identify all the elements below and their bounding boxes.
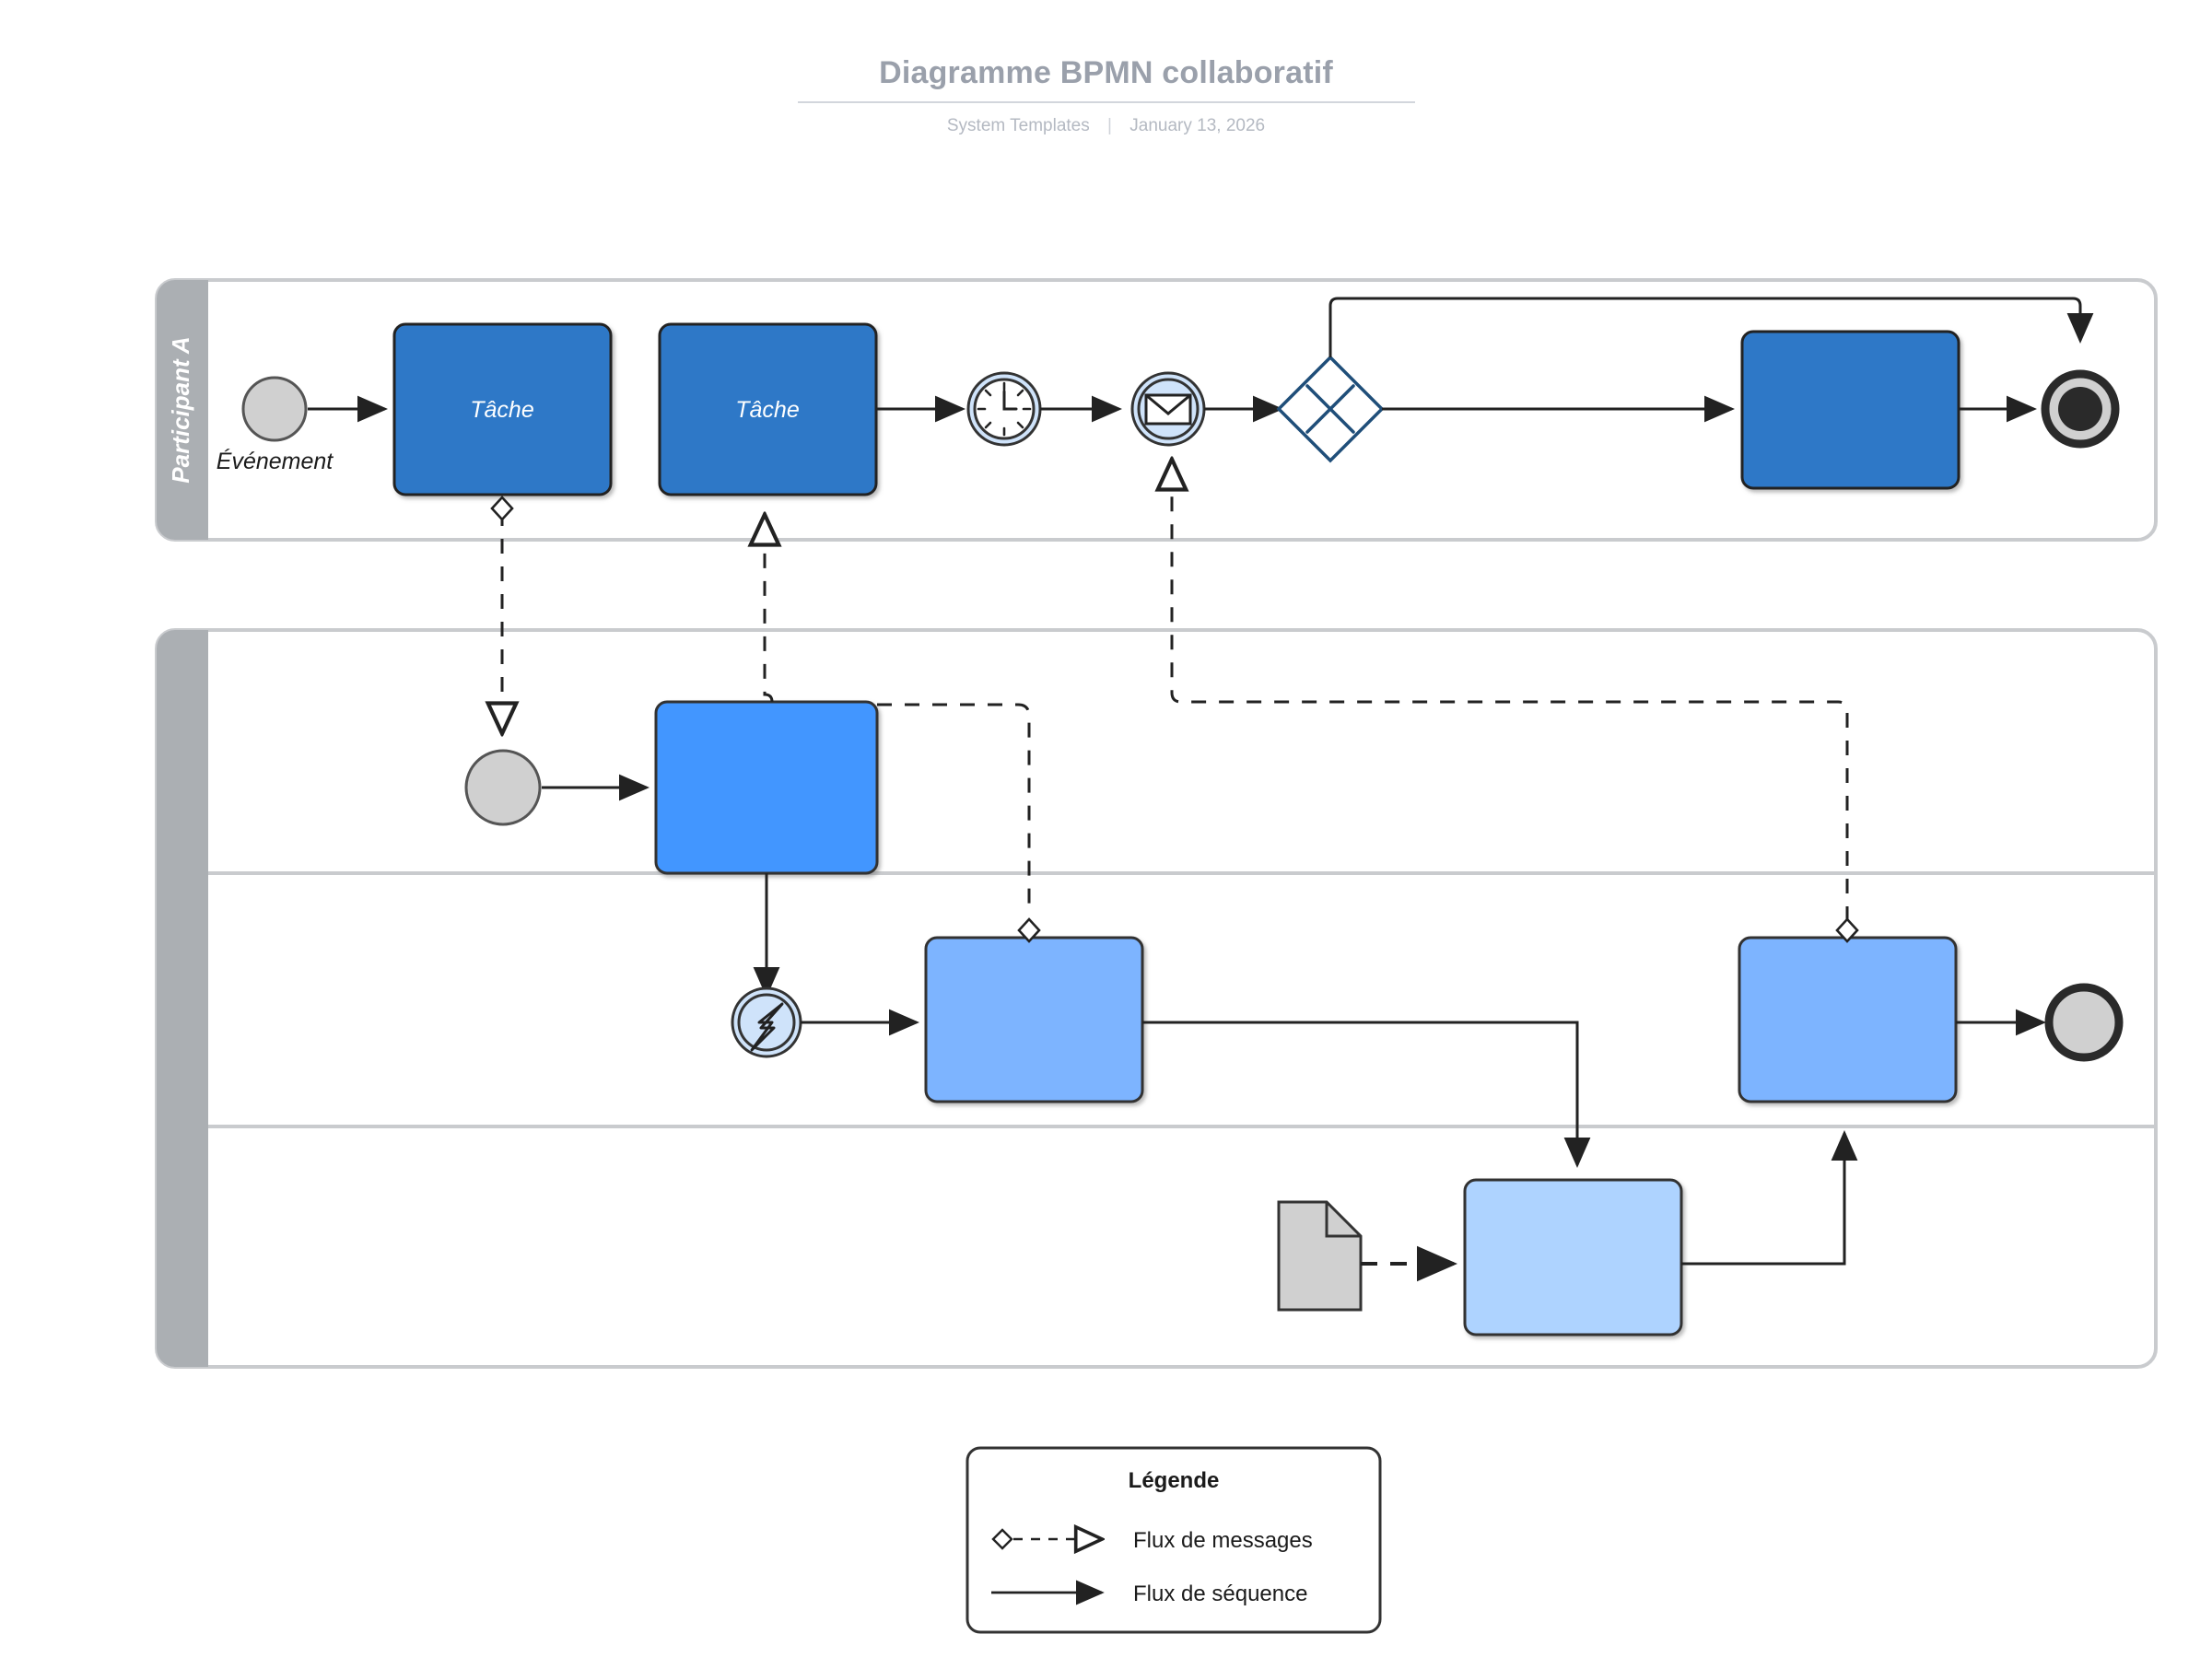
subtitle-separator: |: [1107, 116, 1112, 135]
task-a2-label: Tâche: [735, 397, 799, 423]
task-b1[interactable]: [654, 700, 879, 875]
intermediate-timer-event-a[interactable]: [966, 371, 1042, 447]
data-object-b[interactable]: [1277, 1200, 1363, 1312]
envelope-icon: [1144, 393, 1192, 426]
legend-item-message-flow: Flux de messages: [991, 1528, 1313, 1553]
document-fold-icon: [1325, 1202, 1361, 1238]
task-a3-box: [1740, 330, 1960, 490]
legend-message-diamond-icon: [991, 1528, 1013, 1550]
message-flow-taskb4-to-message-event-a: [1172, 461, 1849, 921]
subtitle-source: System Templates: [946, 116, 1090, 135]
pool-b-header-band: [157, 630, 208, 1367]
legend-message-label: Flux de messages: [1133, 1528, 1313, 1553]
end-event-b[interactable]: [2044, 983, 2124, 1062]
task-a2[interactable]: Tâche: [658, 322, 878, 496]
title-divider: [797, 101, 1415, 103]
task-b2[interactable]: [924, 936, 1144, 1103]
exclusive-gateway-a[interactable]: [1276, 355, 1385, 463]
start-event-a-label: Événement: [217, 448, 334, 474]
lightning-icon: [750, 1002, 784, 1052]
sequence-flow-gateway-loop-to-end: [1328, 297, 2094, 357]
x-marker-icon: [1305, 384, 1355, 434]
message-flow-source-diamond-1: [490, 496, 514, 521]
sequence-flow-taskb3-to-taskb4: [1681, 1130, 1858, 1266]
intermediate-error-event-b[interactable]: [731, 986, 802, 1058]
task-b3-box: [1463, 1178, 1683, 1336]
subtitle: System Templates | January 13, 2026: [0, 116, 2212, 136]
message-flow-taskb1-to-taska2: [765, 516, 772, 703]
task-b4[interactable]: [1738, 936, 1958, 1103]
legend-item-sequence-flow: Flux de séquence: [991, 1580, 1307, 1606]
task-b4-box: [1738, 936, 1958, 1103]
message-flow-target-diamond-2: [1017, 917, 1041, 943]
legend[interactable]: Légende Flux de messages Flux de séquenc…: [966, 1446, 1382, 1634]
pool-participant-a[interactable]: Participant A Événement Tâche Tâche: [155, 278, 2158, 542]
clock-icon: [977, 381, 1032, 437]
task-a3[interactable]: [1740, 330, 1960, 490]
page-title: Diagramme BPMN collaboratif: [879, 55, 1333, 90]
start-event-b-circle: [464, 749, 542, 826]
start-event-b[interactable]: [464, 749, 542, 826]
task-a1-label: Tâche: [470, 397, 533, 423]
diagram-header: Diagramme BPMN collaboratif System Templ…: [0, 0, 2212, 136]
end-event-a[interactable]: [2041, 369, 2120, 449]
intermediate-message-event-a[interactable]: [1130, 371, 1206, 447]
legend-title: Légende: [1129, 1468, 1220, 1493]
task-b3[interactable]: [1463, 1178, 1683, 1336]
pool-a-header-band: [157, 280, 208, 540]
message-flow-source-diamond-3: [1835, 917, 1859, 943]
task-b2-box: [924, 936, 1144, 1103]
start-event-a[interactable]: [241, 376, 308, 442]
end-event-a-core: [2058, 387, 2102, 431]
pool-a-label: Participant A: [167, 336, 194, 483]
end-event-b-ring: [2044, 983, 2124, 1062]
subtitle-date: January 13, 2026: [1129, 116, 1266, 135]
legend-frame: [966, 1446, 1382, 1634]
task-b1-box: [654, 700, 879, 875]
start-event-a-circle: [241, 376, 308, 442]
message-flow-taskb1-to-taskb2: [877, 703, 1031, 907]
pool-participant-b[interactable]: [155, 628, 2158, 1369]
task-a1[interactable]: Tâche: [392, 322, 613, 496]
document-icon: [1277, 1200, 1363, 1312]
message-flows: [490, 461, 1859, 943]
sequence-flow-taskb2-to-taskb3: [1142, 1021, 1591, 1168]
legend-sequence-label: Flux de séquence: [1133, 1581, 1307, 1606]
task-a1-box: [392, 322, 613, 496]
